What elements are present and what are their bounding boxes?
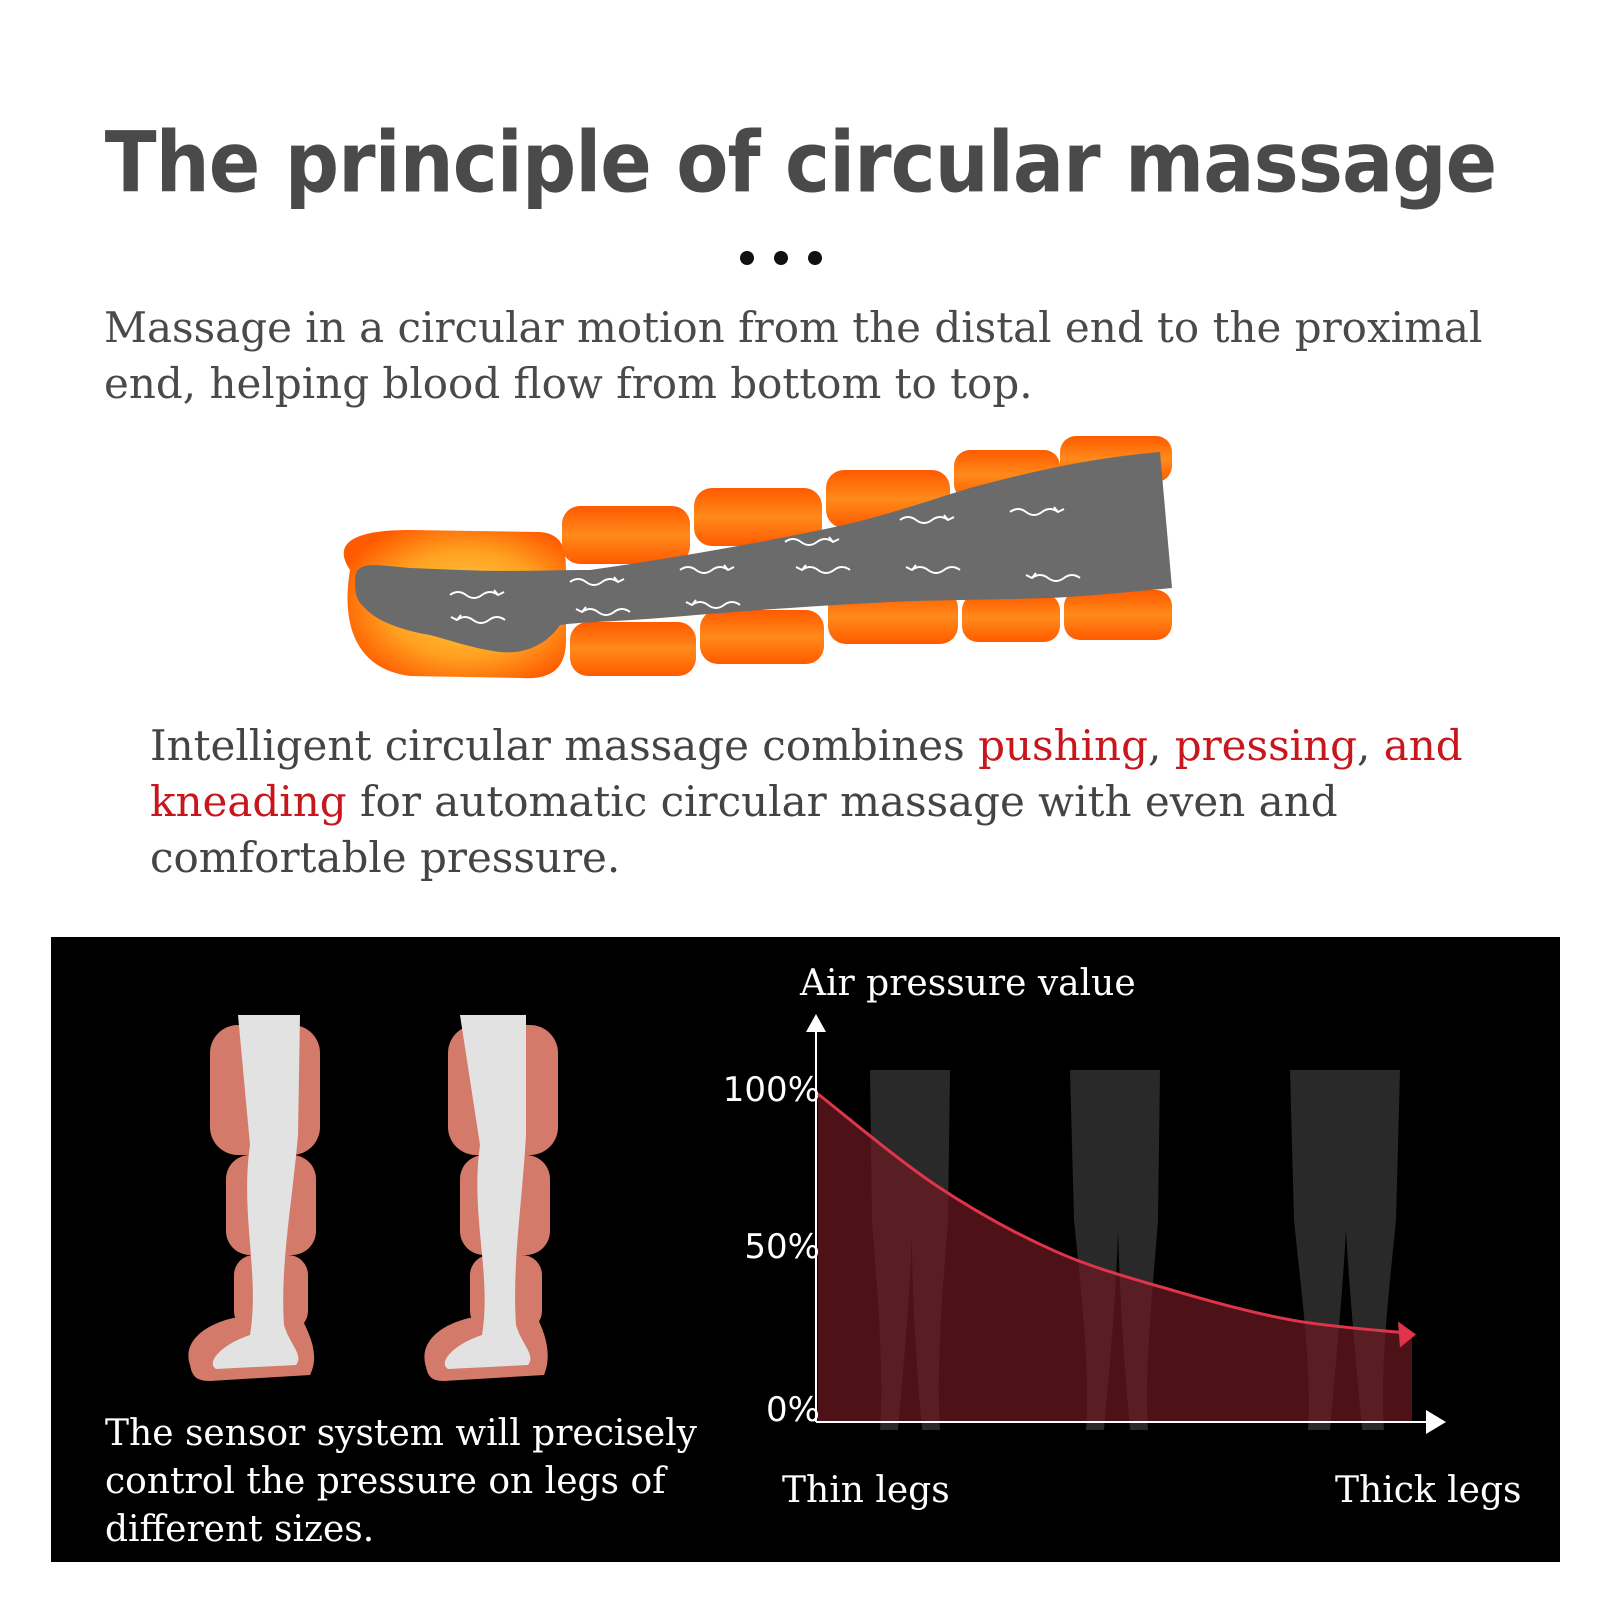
x-label-thin: Thin legs	[782, 1470, 950, 1511]
y-axis-arrow	[806, 1014, 826, 1032]
chart-title: Air pressure value	[800, 963, 1136, 1004]
sensor-description: The sensor system will precisely control…	[105, 1413, 698, 1550]
pressure-curve	[817, 1092, 1413, 1335]
intro-paragraph: Massage in a circular motion from the di…	[104, 303, 1483, 408]
text-sep: ,	[1357, 721, 1384, 770]
y-tick-100: 100%	[722, 1070, 820, 1110]
airbag-lower-1	[570, 622, 696, 676]
x-axis-arrow	[1426, 1410, 1446, 1434]
dot	[774, 251, 788, 265]
text-part: Intelligent circular massage combines	[150, 721, 979, 770]
airbag-lower-2	[700, 610, 824, 664]
flow-arrows	[449, 506, 1081, 624]
standing-legs-illustration	[188, 1015, 558, 1381]
x-label-thick: Thick legs	[1335, 1470, 1522, 1511]
leg-shape	[355, 452, 1172, 653]
dot	[740, 251, 754, 265]
airbag-upper-1	[562, 506, 690, 564]
airbag-lower-4	[962, 594, 1060, 642]
airbag-lower-5	[1064, 590, 1172, 640]
y-tick-50: 50%	[744, 1227, 820, 1267]
pressure-chart	[806, 1014, 1446, 1434]
highlight-pressing: pressing	[1174, 721, 1357, 770]
text-sep: ,	[1148, 721, 1175, 770]
separator-dots	[740, 250, 842, 269]
airbag-upper-2	[694, 488, 822, 546]
y-tick-0: 0%	[766, 1390, 820, 1430]
text-part: for automatic circular massage with even…	[150, 777, 1338, 882]
highlight-kneading: and kneading	[150, 721, 1463, 826]
pressure-area	[818, 1094, 1412, 1422]
combination-paragraph: Intelligent circular massage combines pu…	[150, 718, 1570, 886]
pressure-curve-arrowhead	[1398, 1321, 1416, 1348]
leg-airbag-illustration	[343, 436, 1172, 679]
page-title: The principle of circular massage	[104, 113, 1497, 212]
dot	[808, 251, 822, 265]
highlight-pushing: pushing	[978, 721, 1148, 770]
